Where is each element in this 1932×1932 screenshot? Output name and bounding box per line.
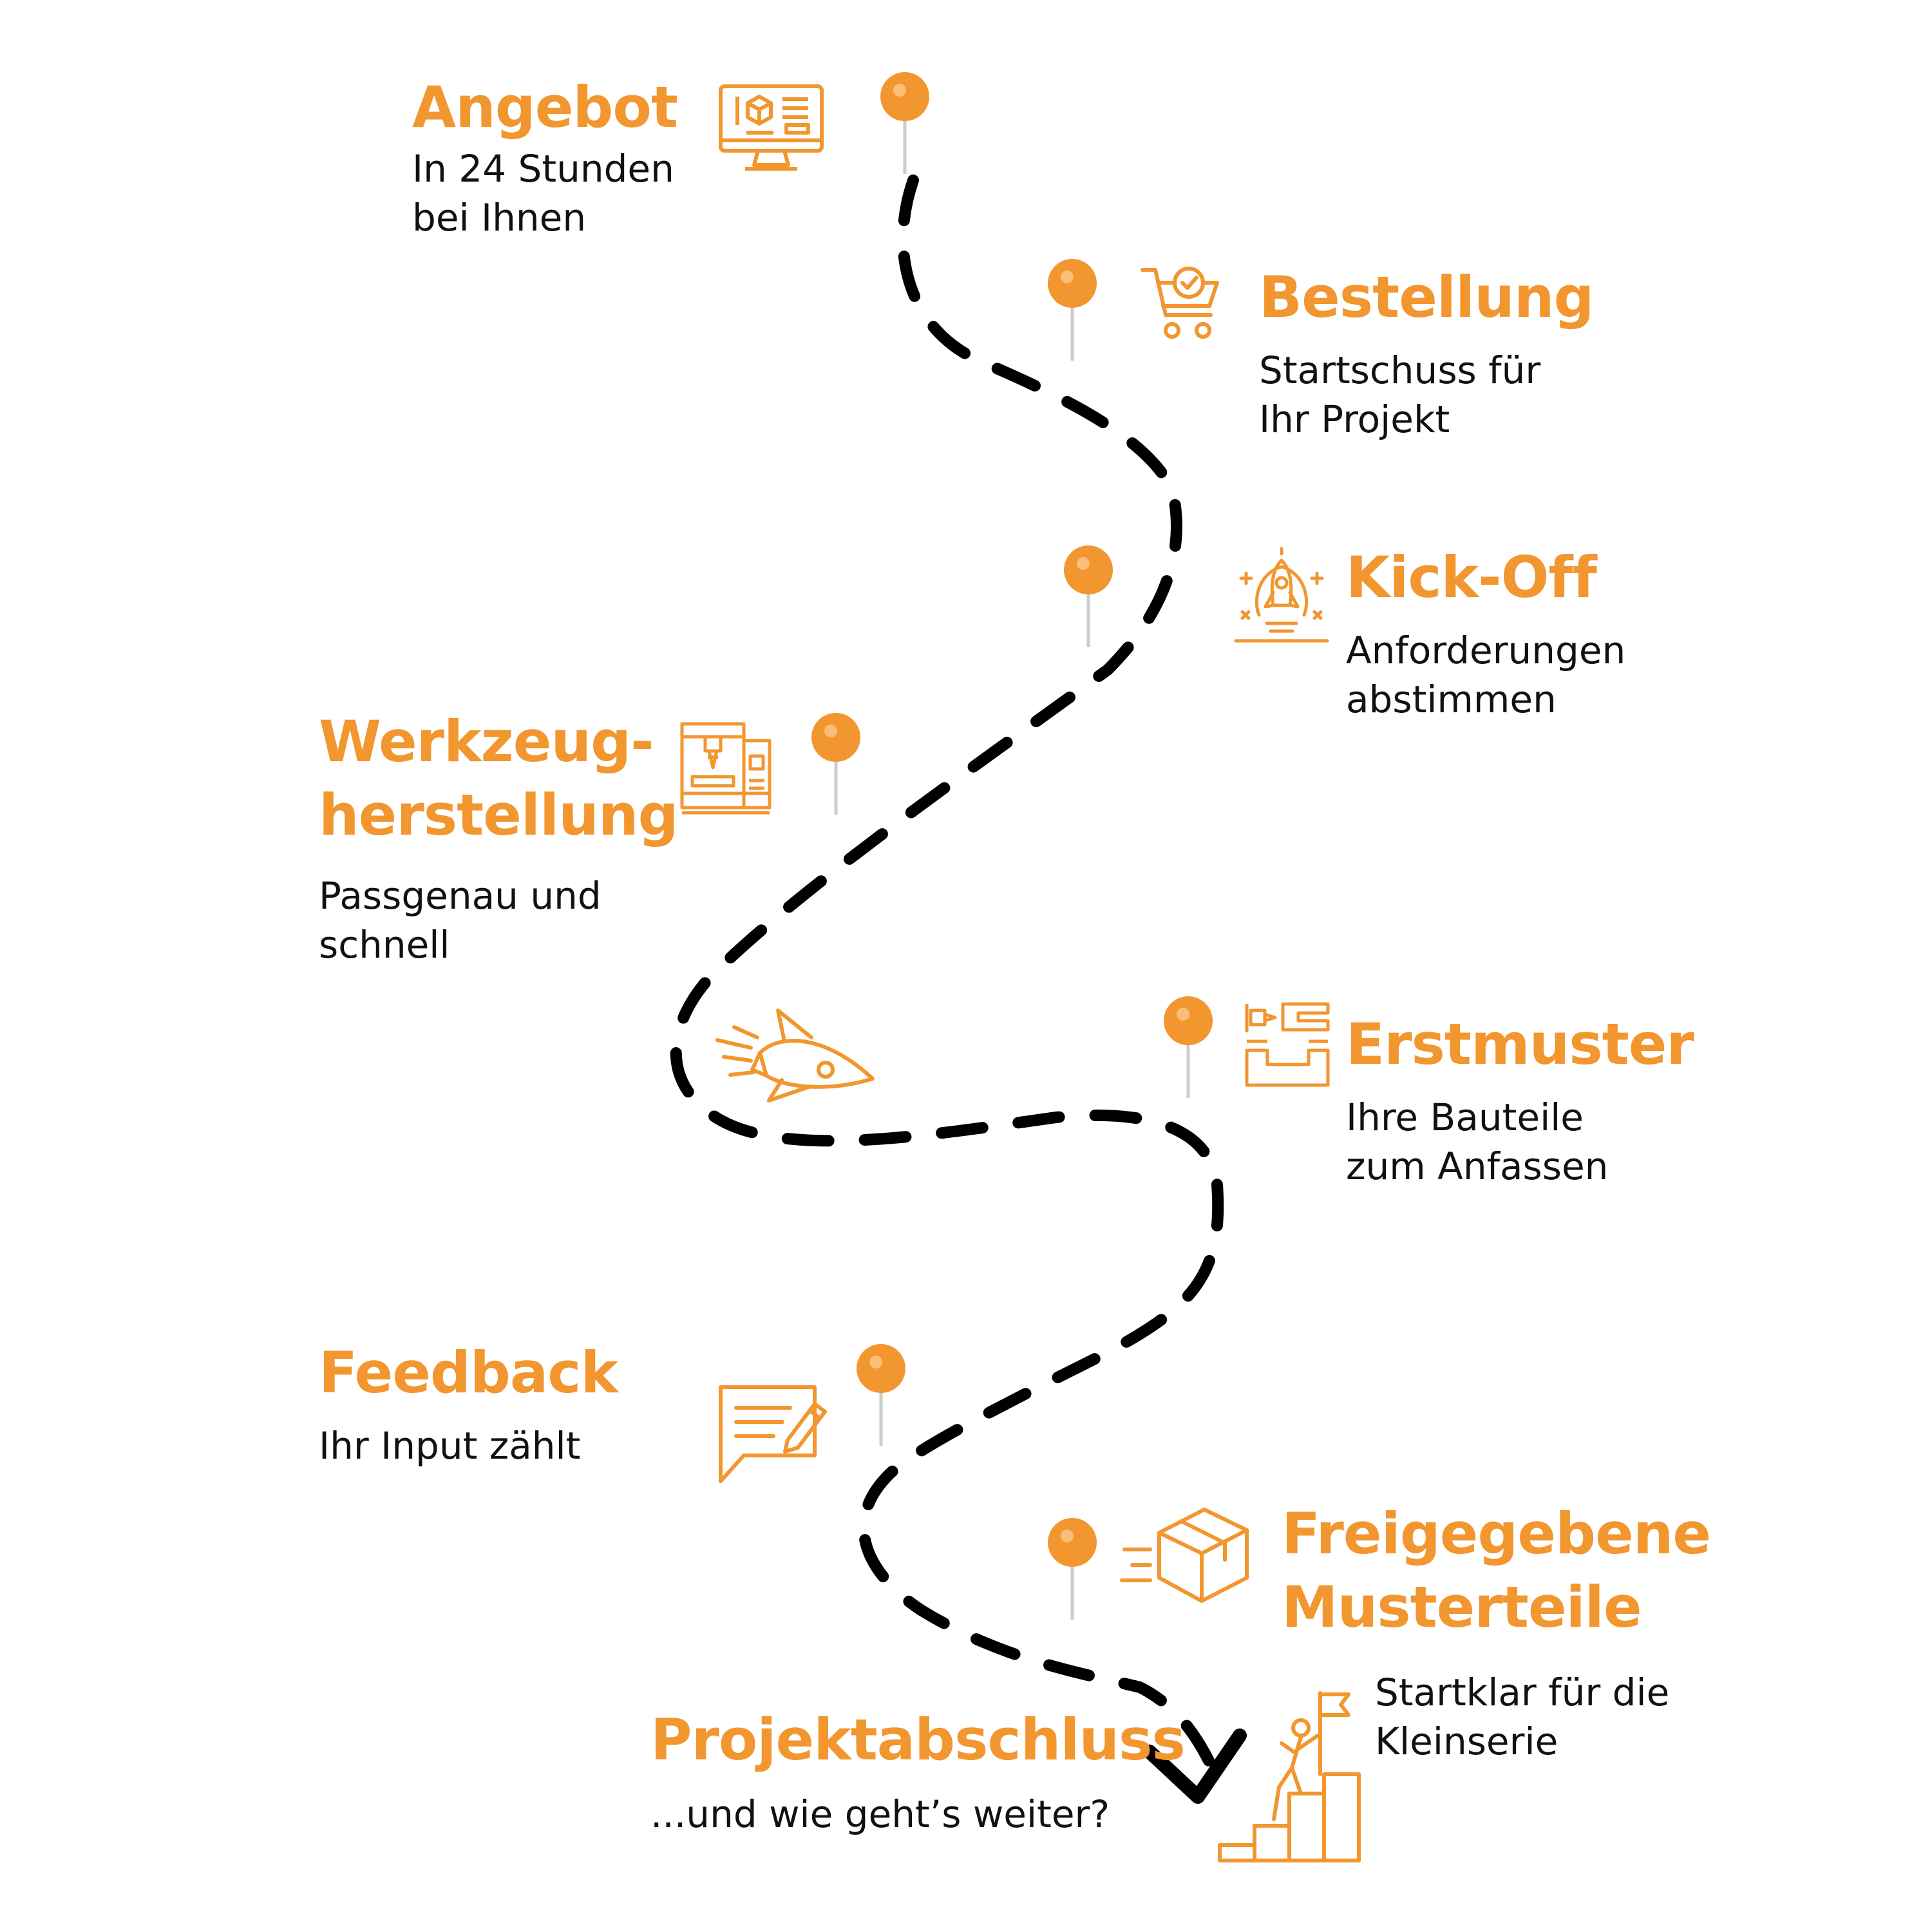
title-line: Freigegebene (1282, 1501, 1711, 1567)
step-feedback: Feedback Ihr Input zählt (319, 1336, 618, 1470)
desc-line: In 24 Stunden (412, 147, 674, 191)
step-projektabschluss: Projektabschluss ...und wie geht’s weite… (650, 1703, 1186, 1839)
desc-line: bei Ihnen (412, 196, 587, 240)
step-angebot: Angebot In 24 Stunden bei Ihnen (412, 71, 678, 242)
step-description: Passgenau und schnell (319, 871, 677, 969)
desc-line: Ihr Input zählt (319, 1424, 581, 1468)
title-line: herstellung (319, 782, 678, 848)
pin-icon (1063, 544, 1114, 647)
step-erstmuster: Erstmuster Ihre Bauteile zum Anfassen (1346, 1008, 1694, 1191)
message-pencil-icon (718, 1385, 828, 1488)
pin-icon (810, 712, 862, 815)
shopping-cart-check-icon (1140, 261, 1220, 345)
milling-tool-icon (1244, 1001, 1331, 1088)
step-title: Erstmuster (1346, 1011, 1694, 1077)
step-title: Kick-Off (1346, 544, 1597, 611)
desc-line: Ihre Bauteile (1346, 1095, 1584, 1139)
monitor-cad-icon (718, 84, 824, 174)
desc-line: Startschuss für (1259, 348, 1541, 392)
step-description: Startschuss für Ihr Projekt (1259, 346, 1594, 444)
pin-icon (1046, 1517, 1098, 1620)
path-line (670, 175, 1224, 1770)
step-title: Bestellung (1259, 264, 1595, 330)
shipping-box-icon (1120, 1507, 1249, 1604)
step-description: Ihre Bauteile zum Anfassen (1346, 1093, 1694, 1191)
desc-line: Startklar für die (1375, 1671, 1670, 1714)
checkmark-icon (1142, 1728, 1247, 1804)
desc-line: Ihr Projekt (1259, 397, 1450, 441)
step-title: Freigegebene Musterteile (1282, 1497, 1711, 1644)
climber-flag-stairs-icon (1217, 1690, 1362, 1864)
desc-line: ...und wie geht’s weiter? (650, 1792, 1110, 1836)
step-description: Anforderungen abstimmen (1346, 626, 1625, 724)
step-description: Startklar für die Kleinserie (1375, 1668, 1669, 1766)
desc-line: abstimmen (1346, 677, 1557, 721)
step-description: Ihr Input zählt (319, 1421, 618, 1470)
step-title: Feedback (319, 1340, 618, 1406)
desc-line: Kleinserie (1375, 1719, 1558, 1763)
step-bestellung: Bestellung Startschuss für Ihr Projekt (1259, 261, 1595, 444)
pin-icon (1162, 995, 1214, 1098)
title-line: Musterteile (1282, 1574, 1642, 1640)
desc-line: zum Anfassen (1346, 1144, 1609, 1188)
step-freigegebene-musterteile: Freigegebene Musterteile (1282, 1497, 1711, 1644)
rocket-icon (715, 1008, 876, 1104)
step-title: Angebot (412, 74, 678, 140)
desc-line: Passgenau und (319, 874, 601, 918)
step-description: In 24 Stunden bei Ihnen (412, 144, 677, 242)
rocket-lightbulb-icon (1233, 547, 1330, 647)
step-description: ...und wie geht’s weiter? (650, 1790, 1185, 1839)
step-kickoff: Kick-Off Anforderungen abstimmen (1346, 541, 1625, 724)
pin-icon (879, 71, 931, 174)
cnc-machine-icon (679, 721, 773, 815)
pin-icon (1046, 258, 1098, 361)
title-line: Werkzeug- (319, 708, 654, 775)
step-title: Projektabschluss (650, 1707, 1186, 1773)
desc-line: Anforderungen (1346, 629, 1626, 672)
step-title: Werkzeug- herstellung (319, 705, 678, 852)
pin-icon (855, 1343, 907, 1446)
step-werkzeugherstellung: Werkzeug- herstellung Passgenau und schn… (319, 705, 678, 969)
desc-line: schnell (319, 923, 450, 967)
